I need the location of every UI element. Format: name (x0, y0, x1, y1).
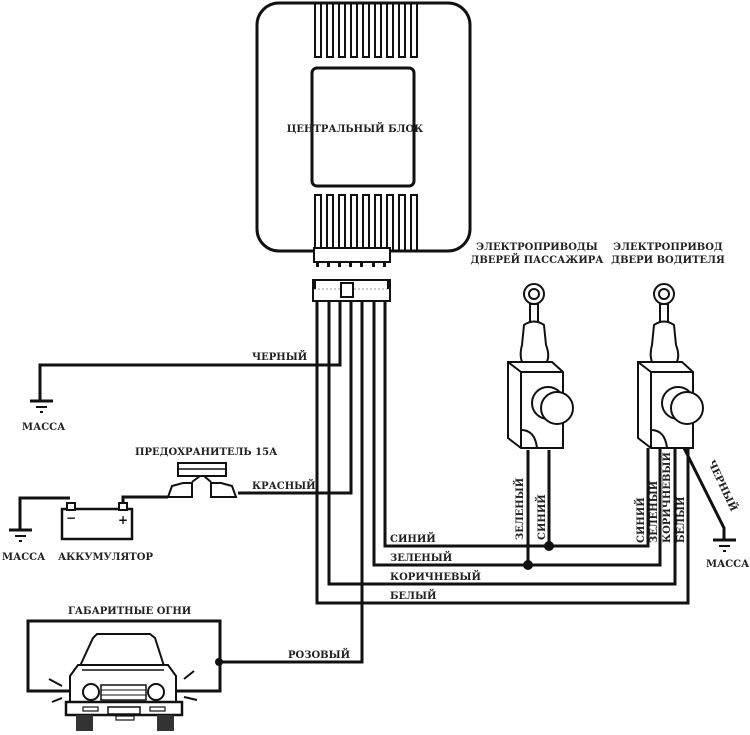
passenger-actuator-label-line1: ЭЛЕКТРОПРИВОДЫ (476, 242, 598, 253)
fuse-icon[interactable] (166, 462, 238, 498)
passenger-door-actuator-icon (507, 283, 574, 449)
label-wire-brown: КОРИЧНЕВЫЙ (390, 570, 481, 583)
ground-label-left-top: МАССА (22, 422, 66, 433)
driver-door-actuator-icon (637, 283, 704, 449)
wire-pink (220, 301, 364, 664)
label-wire-blue: СИНИЙ (390, 532, 436, 545)
heatsink-fins-top (314, 3, 418, 58)
plug-latch (340, 282, 354, 298)
wire-harness-plug[interactable] (312, 279, 391, 302)
ground-icon-left-top (30, 399, 53, 413)
label-passenger-blue: СИНИЙ (535, 494, 548, 540)
unit-connector-socket (313, 247, 391, 263)
driver-actuator-label-line1: ЭЛЕКТРОПРИВОД (613, 242, 723, 253)
label-wire-black: ЧЕРНЫЙ (252, 350, 307, 363)
label-wire-pink: РОЗОВЫЙ (288, 648, 350, 661)
label-driver-brown: КОРИЧНЕВЫЙ (660, 452, 673, 543)
heatsink-fins-bottom (314, 194, 418, 252)
junction-dot-green (523, 560, 533, 570)
car-icon (48, 633, 198, 731)
wire-brown (327, 301, 677, 586)
ground-icon-left-bottom (9, 496, 70, 542)
central-unit-label: ЦЕНТРАЛЬНЫЙ БЛОК (287, 122, 424, 135)
label-driver-white: БЕЛЫЙ (674, 497, 687, 543)
label-driver-green: ЗЕЛЕНЫЙ (647, 481, 660, 543)
ground-label-left-bottom: МАССА (2, 552, 46, 563)
label-wire-green: ЗЕЛЕНЫЙ (390, 551, 452, 564)
wire-driver-black (682, 447, 726, 540)
fuse-label: ПРЕДОХРАНИТЕЛЬ 15А (135, 447, 278, 458)
wire-green (372, 301, 662, 567)
central-unit: ЦЕНТРАЛЬНЫЙ БЛОК (255, 1, 472, 267)
label-wire-red: КРАСНЫЙ (252, 479, 316, 492)
socket-pins (316, 262, 386, 267)
parking-lights-label: ГАБАРИТНЫЕ ОГНИ (68, 606, 191, 617)
label-passenger-green: ЗЕЛЕНЫЙ (513, 478, 526, 540)
label-driver-blue: СИНИЙ (634, 497, 647, 543)
wire-white (315, 301, 690, 605)
battery-minus: − (66, 511, 76, 525)
label-driver-black: ЧЕРНЫЙ (705, 458, 740, 514)
wire-red (238, 301, 353, 495)
junction-dot-blue (544, 541, 554, 551)
driver-actuator-label-line2: ДВЕРИ ВОДИТЕЛЯ (611, 255, 725, 266)
battery-label: АККУМУЛЯТОР (58, 552, 153, 563)
passenger-actuator-label-line2: ДВЕРЕЙ ПАССАЖИРА (471, 253, 605, 266)
label-wire-white: БЕЛЫЙ (390, 589, 436, 602)
battery-plus: + (118, 513, 128, 527)
battery-icon: − + (60, 495, 168, 541)
wires (38, 301, 726, 664)
central-unit-window (310, 66, 416, 188)
ground-label-right: МАССА (706, 559, 750, 570)
wire-black (38, 301, 342, 400)
ground-icon-right (713, 538, 736, 552)
wire-blue (383, 301, 650, 548)
junction-dot-pink (215, 658, 223, 666)
